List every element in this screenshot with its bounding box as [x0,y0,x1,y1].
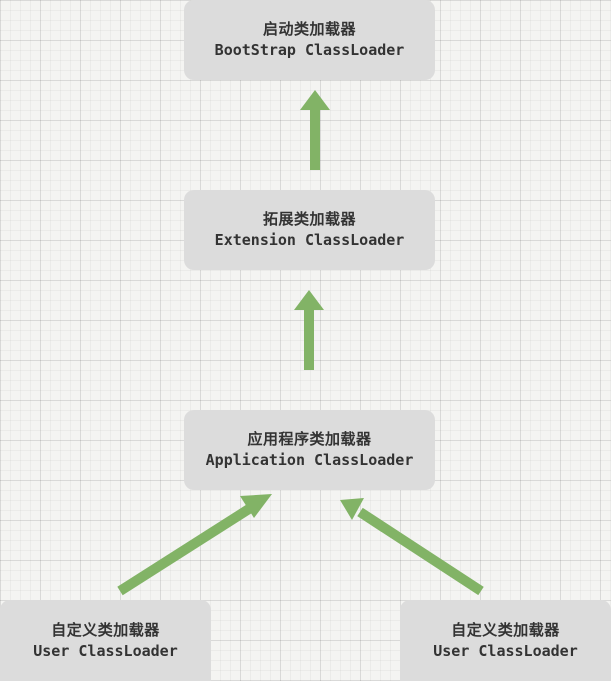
arrow-application-to-extension [294,290,324,370]
node-user-classloader-right: 自定义类加载器 User ClassLoader [400,600,611,681]
node-application-classloader: 应用程序类加载器 Application ClassLoader [184,410,435,490]
node-extension-en-label: Extension ClassLoader [214,231,405,249]
node-extension-cn-label: 拓展类加载器 [262,210,356,228]
node-application-cn-label: 应用程序类加载器 [247,430,372,448]
arrow-extension-to-bootstrap [300,90,330,170]
node-user-left-en-label: User ClassLoader [33,641,178,660]
node-user-left-cn-label: 自定义类加载器 [51,620,160,639]
node-extension-classloader: 拓展类加载器 Extension ClassLoader [184,190,435,270]
node-application-en-label: Application ClassLoader [205,451,414,469]
node-bootstrap-classloader: 启动类加载器 BootStrap ClassLoader [184,0,435,80]
node-user-classloader-left: 自定义类加载器 User ClassLoader [0,600,211,681]
arrow-user-left-to-application [117,494,272,596]
node-user-right-en-label: User ClassLoader [433,641,578,660]
node-bootstrap-en-label: BootStrap ClassLoader [214,41,405,59]
node-user-right-cn-label: 自定义类加载器 [451,620,560,639]
node-bootstrap-cn-label: 启动类加载器 [262,20,356,38]
arrow-user-right-to-application [340,498,484,596]
